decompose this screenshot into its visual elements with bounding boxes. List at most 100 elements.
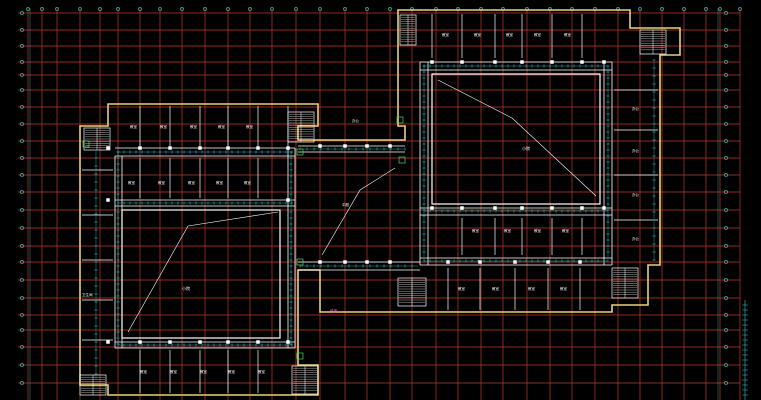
axis-bubble [365,7,369,11]
axis-grid [18,8,741,400]
axis-bubble [40,7,44,11]
column-icon [580,206,584,210]
ramp-label: 坡道 [330,308,338,313]
axis-bubble [724,278,728,282]
classroom-label: 教室 [158,180,165,185]
column-icon [513,260,517,264]
column-icon [318,260,322,264]
classroom-label: 教室 [492,286,500,291]
column-icon [106,340,110,344]
axis-bubble [20,345,24,349]
axis-bubble [20,244,24,248]
stair-icon [611,267,639,299]
axis-bubble [318,7,322,11]
classroom-label: 教室 [244,180,251,185]
column-icon [286,198,290,202]
classroom-label: 教室 [160,124,167,129]
axis-bubble [724,313,728,317]
classroom-label: 教室 [474,32,482,37]
courtyard-left [121,209,281,339]
column-icon [388,260,392,264]
classroom-label: 教室 [218,124,225,129]
axis-bubble [724,88,728,92]
stair-icon [639,29,667,55]
office-label: 办公 [632,106,640,111]
axis-bubble [20,190,24,194]
axis-bubble [724,328,728,332]
office-label: 办公 [632,192,640,197]
axis-bubble [98,7,102,11]
classroom-label: 教室 [130,124,137,129]
office-label: 办公 [632,236,640,241]
classroom-label: 教室 [228,369,235,374]
axis-bubble [20,381,24,385]
axis-bubble [388,7,392,11]
column-icon [493,60,497,64]
toilet-label: 卫生间 [82,292,93,297]
axis-bubble [724,73,728,77]
axis-bubble [55,7,59,11]
entry-marker [396,116,404,124]
column-icon [106,146,110,150]
classroom-label: 教室 [506,32,514,37]
classroom-label: 教室 [216,180,223,185]
axis-bubble [343,7,347,11]
classroom-label: 教室 [528,286,536,291]
classroom-label: 教室 [128,180,135,185]
axis-bubble [248,7,252,11]
stair-icon [291,365,319,395]
column-icon [198,146,202,150]
axis-bubble [724,363,728,367]
column-icon [550,206,554,210]
office-label: 办公 [352,118,360,123]
axis-bubble [138,7,142,11]
axis-bubble [294,7,298,11]
column-icon [198,340,202,344]
axis-bubble [682,7,686,11]
room-labels: 小院小院中庭教室教室教室教室教室教室教室教室教室教室教室教室教室教室教室教室教室… [82,32,640,374]
column-icon [520,206,524,210]
courtyard-left-label: 小院 [182,285,190,291]
courtyard-right [431,73,601,205]
stair-icon [287,111,315,143]
axis-bubble [724,156,728,160]
column-icon [365,260,369,264]
right-dimension-strip [29,8,748,400]
axis-bubble [724,173,728,177]
classroom-label: 教室 [534,32,542,37]
courtyard-right-diagonal [437,79,597,197]
column-icon [493,206,497,210]
classroom-label: 教室 [258,369,266,374]
axis-bubble [724,11,728,15]
axis-bubble [20,73,24,77]
column-icon [602,206,606,210]
column-icon [550,60,554,64]
column-icon [138,340,142,344]
columns [106,60,606,344]
axis-bubble [78,7,82,11]
column-icon [388,144,392,148]
axis-bubble [738,7,742,11]
hall-center-label: 中庭 [342,202,350,207]
axis-bubble [724,345,728,349]
axis-bubble [20,313,24,317]
entry-marker [296,148,304,156]
axis-bubble [26,7,30,11]
courtyard-right-label: 小院 [522,145,530,151]
column-icon [430,60,434,64]
column-icon [256,340,260,344]
axis-bubble [20,122,24,126]
axis-bubble [724,44,728,48]
column-icon [478,260,482,264]
column-icon [343,260,347,264]
axis-bubble [724,122,728,126]
stairs [79,14,667,396]
axis-bubble [158,7,162,11]
axis-bubble [20,328,24,332]
classroom-label: 教室 [170,369,177,374]
axis-bubble [724,105,728,109]
stair-icon [79,374,107,396]
axis-bubble [116,7,120,11]
axis-bubble [704,7,708,11]
